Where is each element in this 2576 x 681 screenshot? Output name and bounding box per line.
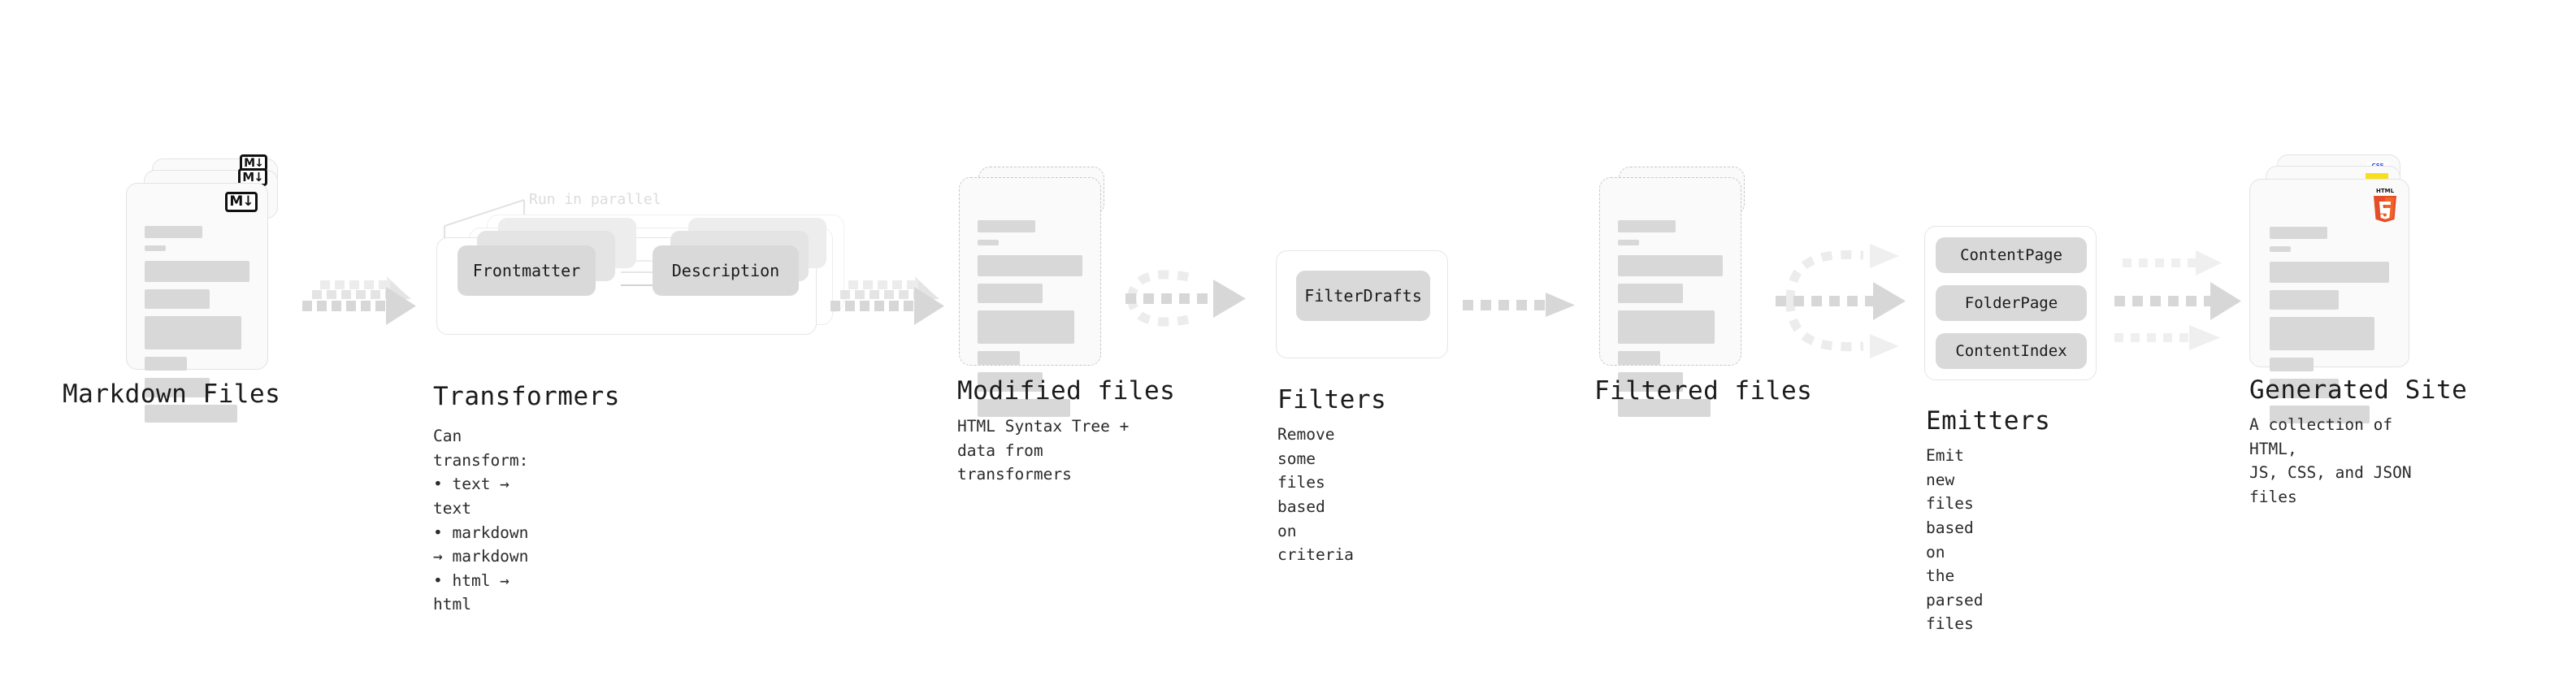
arrow-markdown-to-transformers <box>302 276 416 325</box>
doc-line <box>1618 255 1723 276</box>
arrow-emitters-to-site <box>2111 236 2241 366</box>
chip-contentindex[interactable]: ContentIndex <box>1936 333 2087 369</box>
document-placeholder-lines <box>2270 227 2389 431</box>
stage-filtered-files: Filtered files <box>1594 167 1812 417</box>
doc-line <box>978 351 1020 365</box>
doc-line <box>2270 227 2327 239</box>
filtered-card-front <box>1599 177 1741 417</box>
stage-desc-modified-files: HTML Syntax Tree + data from transformer… <box>957 417 1130 484</box>
document-placeholder-lines <box>1618 220 1723 424</box>
chip-frontmatter[interactable]: Frontmatter <box>458 245 596 296</box>
doc-line <box>145 316 241 349</box>
emitters-box: ContentPage FolderPage ContentIndex <box>1924 226 2097 380</box>
markdown-badge-icon: M↓ <box>225 192 258 212</box>
stage-desc-transformers: Can transform: • text → text • markdown … <box>433 427 529 614</box>
doc-line <box>145 378 210 397</box>
doc-line <box>1618 240 1639 245</box>
stage-modified-files: Modified files HTML Syntax Tree + data f… <box>957 167 1175 484</box>
generated-site-stack: CSS HTML <box>2249 154 2436 423</box>
stage-title-emitters: Emitters <box>1926 406 2051 436</box>
stage-desc-filters: Remove some files based on criteria <box>1277 425 1354 565</box>
doc-line <box>1618 372 1683 392</box>
doc-line <box>2270 290 2340 310</box>
svg-text:HTML: HTML <box>2376 188 2395 194</box>
doc-line <box>1618 284 1683 303</box>
markdown-badge-icon: M↓ <box>238 168 267 186</box>
doc-line <box>1618 310 1715 344</box>
doc-line <box>978 255 1082 276</box>
stage-title-modified-files: Modified files <box>957 376 1176 406</box>
stage-desc-generated-site: A collection of HTML, JS, CSS, and JSON … <box>2249 415 2412 506</box>
doc-line <box>978 240 999 245</box>
filtered-file-stack <box>1599 167 1770 417</box>
doc-line <box>145 261 249 282</box>
document-placeholder-lines <box>145 226 249 430</box>
arrow-transformers-to-modified <box>830 276 944 325</box>
arrow-filters-to-filtered <box>1463 293 1576 317</box>
doc-line <box>978 310 1074 344</box>
doc-line <box>2270 358 2314 371</box>
stage-markdown-files: M↓ M↓ M↓ Markdown Fi <box>63 154 297 423</box>
doc-line <box>145 289 210 309</box>
site-card-front: HTML <box>2249 179 2409 423</box>
stage-title-generated-site: Generated Site <box>2249 375 2468 405</box>
doc-line <box>2270 379 2340 398</box>
doc-line <box>978 399 1070 417</box>
run-in-parallel-label: Run in parallel <box>529 191 661 208</box>
stage-generated-site: CSS HTML <box>2249 154 2467 506</box>
doc-line <box>145 405 237 423</box>
doc-line <box>1618 351 1660 365</box>
chip-filterdrafts[interactable]: FilterDrafts <box>1296 271 1430 321</box>
arrow-filtered-to-emitters <box>1767 236 1914 366</box>
chip-contentpage[interactable]: ContentPage <box>1936 237 2087 273</box>
stage-desc-emitters: Emit new files based on the parsed files <box>1926 446 1984 634</box>
modified-card-front <box>959 177 1101 417</box>
stage-title-filters: Filters <box>1277 385 1387 414</box>
modified-file-stack <box>959 167 1130 417</box>
doc-line <box>978 220 1035 232</box>
stage-title-filtered-files: Filtered files <box>1594 376 1813 406</box>
doc-line <box>978 284 1043 303</box>
markdown-file-stack: M↓ M↓ M↓ <box>126 154 297 423</box>
stage-title-transformers: Transformers <box>433 382 620 411</box>
doc-line <box>2270 246 2292 252</box>
doc-line <box>145 245 166 251</box>
arrow-modified-to-filters <box>1125 262 1255 335</box>
doc-line <box>1618 399 1711 417</box>
doc-line <box>1618 220 1676 232</box>
document-placeholder-lines <box>978 220 1082 424</box>
markdown-badge-icon: M↓ <box>240 154 267 171</box>
doc-line <box>2270 317 2375 350</box>
stage-title-markdown-files: Markdown Files <box>63 380 281 409</box>
doc-line <box>145 357 187 371</box>
chip-description[interactable]: Description <box>653 245 799 296</box>
html5-badge-icon: HTML <box>2374 188 2396 223</box>
chip-folderpage[interactable]: FolderPage <box>1936 285 2087 321</box>
filters-box: FilterDrafts <box>1276 250 1448 358</box>
markdown-card-front: M↓ <box>126 183 268 423</box>
doc-line <box>145 226 202 238</box>
doc-line <box>978 372 1043 392</box>
doc-line <box>2270 262 2389 283</box>
doc-line <box>2270 406 2370 423</box>
